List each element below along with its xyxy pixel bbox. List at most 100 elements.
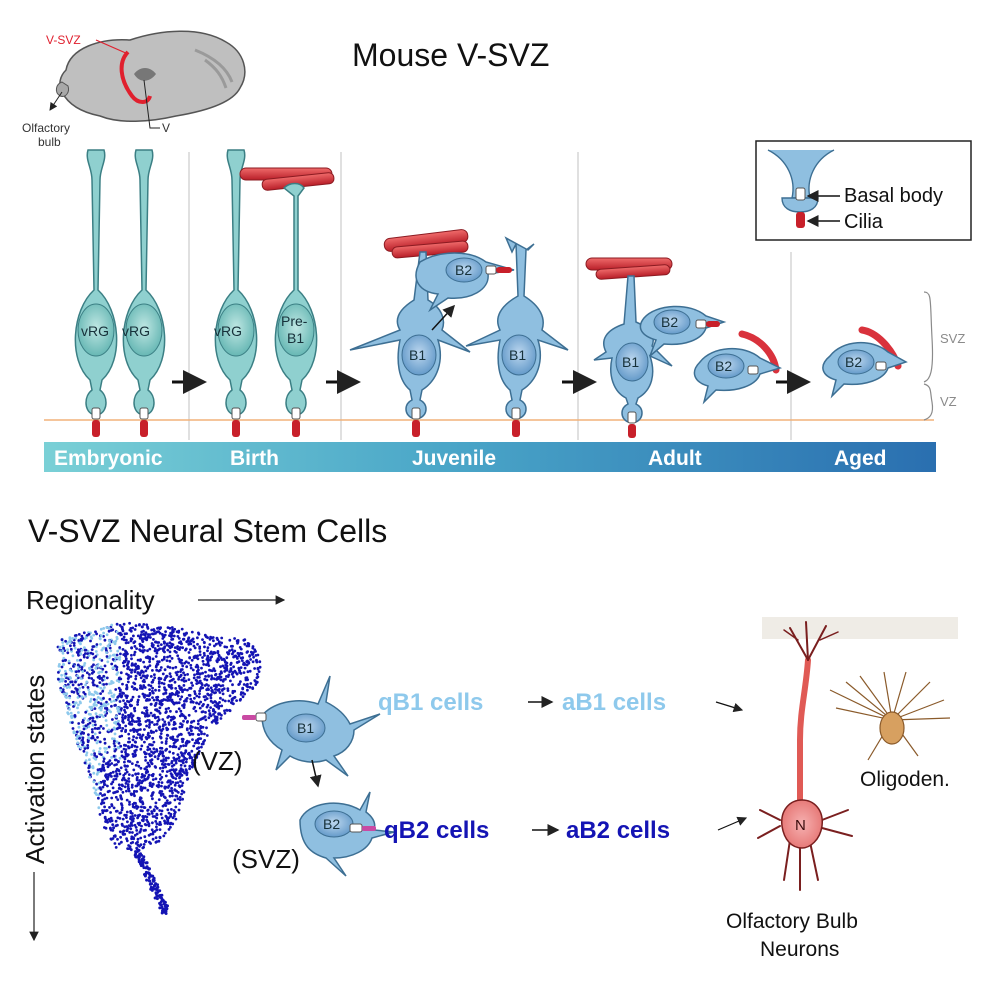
scatter-point bbox=[100, 634, 103, 638]
scatter-point bbox=[92, 698, 96, 701]
scatter-point bbox=[66, 648, 69, 652]
scatter-point bbox=[171, 822, 175, 826]
scatter-point bbox=[155, 722, 159, 726]
scatter-point bbox=[105, 724, 109, 727]
scatter-point bbox=[135, 736, 139, 740]
scatter-point bbox=[253, 679, 257, 682]
scatter-point bbox=[82, 731, 85, 735]
scatter-point bbox=[88, 700, 92, 703]
scatter-point bbox=[61, 651, 65, 655]
scatter-point bbox=[172, 776, 175, 780]
scatter-point bbox=[59, 688, 63, 692]
scatter-point bbox=[190, 721, 193, 724]
scatter-point bbox=[62, 646, 66, 650]
scatter-point bbox=[241, 695, 245, 699]
scatter-point bbox=[85, 671, 89, 675]
scatter-point bbox=[181, 713, 184, 717]
scatter-point bbox=[72, 705, 75, 708]
scatter-point bbox=[152, 808, 156, 812]
scatter-point bbox=[105, 809, 109, 812]
b1-label-adult: B1 bbox=[622, 354, 639, 370]
scatter-point bbox=[133, 709, 137, 713]
b1-label-bottom: B1 bbox=[297, 720, 314, 736]
scatter-point bbox=[211, 636, 215, 639]
scatter-point bbox=[116, 746, 120, 749]
scatter-point bbox=[180, 695, 184, 699]
scatter-point bbox=[155, 696, 158, 699]
scatter-point bbox=[141, 670, 144, 673]
scatter-point bbox=[218, 643, 222, 647]
scatter-point bbox=[176, 738, 179, 742]
scatter-point bbox=[101, 689, 105, 693]
scatter-point bbox=[84, 694, 88, 698]
scatter-point bbox=[214, 673, 217, 677]
scatter-point bbox=[155, 822, 159, 826]
scatter-point bbox=[230, 648, 234, 652]
scatter-point bbox=[167, 811, 171, 815]
scatter-point bbox=[94, 655, 98, 658]
scatter-point bbox=[98, 786, 102, 790]
scatter-point bbox=[87, 764, 91, 768]
scatter-point bbox=[187, 651, 191, 654]
b1-cell-bottom: B1 bbox=[242, 675, 381, 777]
scatter-point bbox=[99, 627, 103, 631]
scatter-point bbox=[187, 693, 191, 697]
scatter-point bbox=[137, 823, 141, 827]
scatter-point bbox=[126, 783, 130, 786]
scatter-point bbox=[161, 769, 165, 773]
scatter-point bbox=[135, 720, 139, 723]
scatter-point bbox=[212, 713, 215, 716]
scatter-point bbox=[182, 719, 185, 723]
scatter-point bbox=[76, 735, 80, 738]
b2-cell-adult-1: B2 bbox=[639, 305, 727, 357]
scatter-point bbox=[195, 694, 199, 698]
scatter-point bbox=[61, 649, 65, 653]
b1-cell-juvenile-1: B1 bbox=[349, 251, 471, 437]
scatter-point bbox=[57, 671, 60, 674]
scatter-point bbox=[205, 688, 209, 692]
scatter-point bbox=[111, 653, 115, 657]
scatter-point bbox=[103, 737, 106, 741]
vz-label: VZ bbox=[940, 394, 957, 409]
scatter-point bbox=[110, 837, 113, 841]
scatter-point bbox=[167, 683, 171, 687]
scatter-point bbox=[143, 752, 147, 756]
scatter-point bbox=[139, 796, 142, 800]
scatter-point bbox=[120, 783, 124, 787]
scatter-point bbox=[138, 779, 142, 782]
scatter-point bbox=[217, 640, 221, 644]
scatter-point bbox=[165, 674, 169, 678]
scatter-point bbox=[210, 676, 214, 680]
scatter-point bbox=[75, 689, 79, 692]
scatter-point bbox=[113, 732, 117, 736]
scatter-point bbox=[109, 827, 112, 830]
scatter-point bbox=[71, 637, 75, 640]
scatter-point bbox=[189, 648, 192, 651]
scatter-point bbox=[183, 716, 187, 720]
scatter-point bbox=[124, 768, 128, 771]
scatter-point bbox=[115, 653, 119, 657]
scatter-point bbox=[72, 644, 76, 647]
scatter-point bbox=[137, 848, 141, 852]
scatter-point bbox=[162, 692, 166, 696]
scatter-point bbox=[158, 766, 162, 770]
scatter-point bbox=[233, 689, 237, 693]
scatter-point bbox=[87, 676, 91, 680]
scatter-point bbox=[160, 741, 164, 744]
scatter-point bbox=[77, 722, 81, 725]
scatter-point bbox=[168, 789, 172, 793]
scatter-point bbox=[94, 788, 98, 792]
scatter-point bbox=[127, 844, 130, 847]
scatter-point bbox=[140, 711, 144, 714]
scatter-point bbox=[138, 733, 142, 737]
scatter-point bbox=[156, 626, 159, 630]
b1-cell-juvenile-2: B1 bbox=[465, 236, 569, 437]
scatter-point bbox=[132, 681, 136, 685]
scatter-point bbox=[171, 630, 175, 633]
scatter-point bbox=[130, 716, 134, 720]
scatter-point bbox=[157, 689, 161, 692]
scatter-point bbox=[140, 805, 143, 809]
scatter-point bbox=[113, 737, 116, 741]
scatter-point bbox=[118, 700, 122, 703]
ab1-label: aB1 cells bbox=[562, 689, 666, 716]
